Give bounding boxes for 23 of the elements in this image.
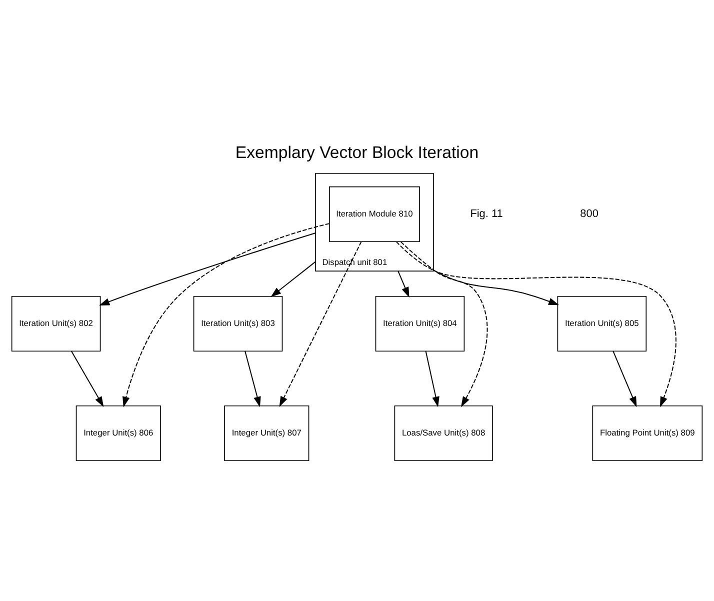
label: 800 — [580, 208, 598, 220]
arrow — [425, 350, 440, 407]
arrow — [612, 350, 637, 407]
arrow — [244, 350, 261, 407]
arrow — [270, 260, 316, 297]
arrow — [400, 240, 488, 407]
node-box: Iteration Module 810 — [329, 186, 420, 242]
node-box: Iteration Unit(s) 803 — [193, 295, 283, 352]
node-box: Iteration Unit(s) 804 — [375, 295, 465, 352]
arrow — [279, 241, 362, 406]
label: Fig. 11 — [470, 208, 503, 220]
arrow — [396, 240, 676, 407]
arrow — [398, 270, 410, 298]
arrow — [122, 222, 330, 407]
node-box: Loas/Save Unit(s) 808 — [394, 404, 493, 461]
diagram-title: Exemplary Vector Block Iteration — [235, 142, 479, 162]
node-box: Iteration Unit(s) 802 — [11, 295, 101, 352]
arrow — [99, 232, 316, 305]
node-box: Integer Unit(s) 806 — [76, 404, 161, 461]
arrow — [71, 350, 104, 407]
node-box: Integer Unit(s) 807 — [224, 404, 310, 461]
node-box: Floating Point Unit(s) 809 — [592, 404, 703, 461]
node-box: Iteration Unit(s) 805 — [557, 295, 647, 352]
